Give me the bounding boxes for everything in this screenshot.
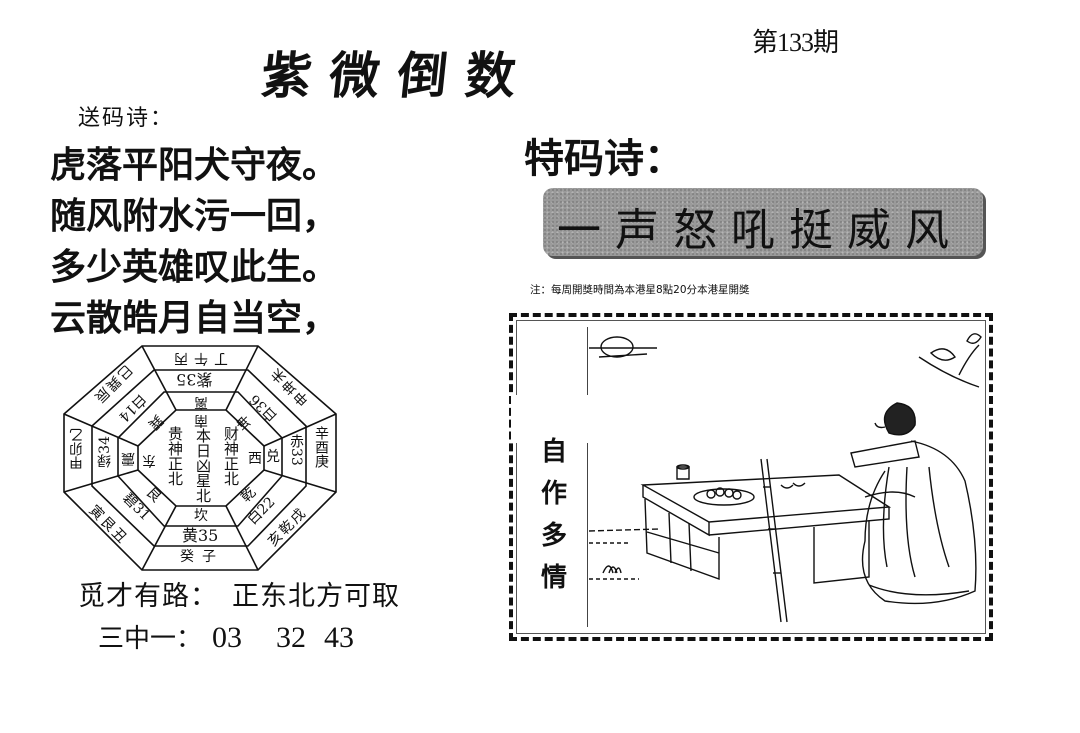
wealth-path-value: 正东北方可取 — [232, 581, 400, 612]
center-noble-god: 贵神正北 — [166, 426, 184, 486]
bagua-octagon: 丁午丙 申坤未 辛酉庚 亥乾戌 癸子 寅艮丑 甲卯乙 巳巽辰 紫35 白36 赤… — [58, 342, 340, 572]
panel-gap — [511, 395, 589, 443]
special-poem-text: 一声怒吼挺威风 — [557, 205, 963, 256]
center-south: 南 — [194, 412, 208, 428]
illustration-frame: 自作多情 — [509, 313, 993, 641]
center-east: 东 — [142, 452, 156, 468]
octagon-lines — [63, 345, 337, 571]
poem-line: 多少英雄叹此生。 — [50, 247, 339, 288]
outer-right: 辛酉庚 — [313, 426, 329, 468]
special-poem-label: 特码诗： — [524, 136, 684, 182]
special-poem-box: 一声怒吼挺威风 — [543, 188, 983, 256]
inner-top: 离 — [194, 394, 208, 410]
three-pick-one: 三中一： 03 32 43 — [98, 618, 354, 655]
pick-number: 03 — [212, 621, 243, 654]
center-wealth-god: 财神正北 — [222, 426, 240, 486]
scholar-illustration — [589, 333, 982, 623]
draw-time-note: 注：每周開獎時間為本港星8點20分本港星開獎 — [530, 284, 750, 296]
wealth-path-label: 觅才有路： — [78, 581, 218, 612]
three-pick-one-label: 三中一： — [98, 624, 203, 654]
caption-panel — [511, 327, 589, 627]
moon-icon — [600, 336, 634, 358]
center-bad-star: 本日凶星北 — [194, 428, 212, 503]
illustration-caption: 自作多情 — [540, 437, 567, 593]
poem-line: 虎落平阳犬守夜。 — [50, 145, 339, 186]
middle-bottom: 黄35 — [182, 526, 219, 545]
inner-left: 震 — [121, 450, 135, 466]
middle-left: 绿34 — [97, 436, 113, 468]
center-west: 西 — [248, 451, 262, 467]
outer-bottom: 癸子 — [180, 549, 224, 565]
send-poem-label: 送码诗： — [78, 106, 175, 131]
inner-right: 兑 — [266, 449, 280, 465]
inner-bottom: 坎 — [194, 508, 208, 524]
send-poem: 虎落平阳犬守夜。 随风附水污一回， 多少英雄叹此生。 云散皓月自当空， — [50, 140, 338, 344]
poem-line: 云散皓月自当空， — [50, 298, 339, 339]
middle-right: 赤33 — [288, 434, 304, 466]
pick-number: 32 — [276, 621, 307, 654]
outer-left: 甲卯乙 — [69, 428, 85, 470]
issue-number: 第133期 — [752, 28, 839, 57]
wealth-path: 觅才有路： 正东北方可取 — [78, 574, 400, 613]
middle-top: 紫35 — [176, 370, 213, 389]
illustration-inner-border — [516, 320, 986, 634]
pick-number: 43 — [324, 621, 355, 654]
outer-top: 丁午丙 — [168, 350, 228, 366]
poem-line: 随风附水污一回， — [50, 196, 339, 237]
page-title: 紫微倒数 — [258, 46, 537, 105]
